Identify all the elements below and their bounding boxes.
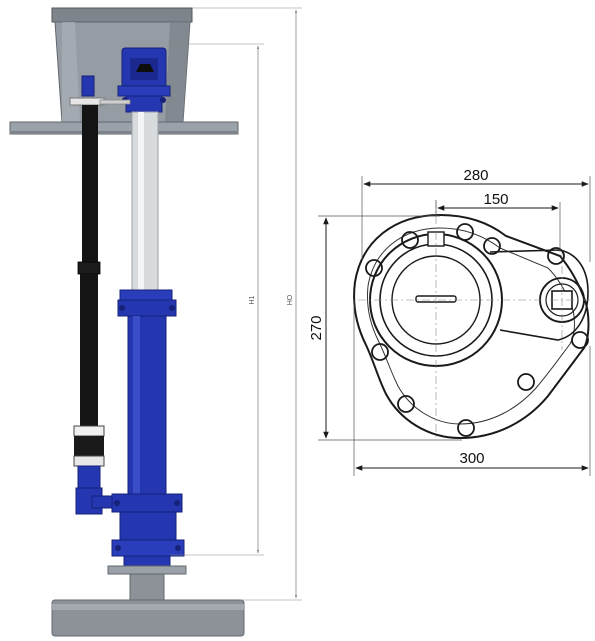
base-plate — [9, 121, 239, 135]
dimension-270-label: 270 — [308, 315, 325, 340]
vent-fitting-top — [69, 75, 131, 106]
pump-plan-view: 280 150 270 300 — [308, 167, 592, 476]
dimension-ho: HO — [192, 7, 302, 601]
bolt-holes — [365, 223, 589, 437]
dimension-270: 270 — [308, 215, 462, 441]
dimension-150: 150 — [435, 191, 561, 252]
dimension-300: 300 — [353, 300, 591, 476]
pump-body — [111, 289, 185, 569]
dimension-h1-label: H1 — [249, 295, 256, 304]
dimension-150-label: 150 — [483, 191, 508, 208]
dimension-ho-label: HO — [287, 294, 294, 305]
plan-outline — [353, 213, 590, 440]
pump-side-view: H1 HO — [9, 7, 302, 637]
dimension-300-label: 300 — [459, 450, 484, 467]
dimension-280: 280 — [361, 167, 591, 262]
dimension-280-label: 280 — [463, 167, 488, 184]
black-column-pipe — [73, 105, 125, 515]
silver-column-pipe — [131, 111, 159, 293]
dimension-h1: H1 — [168, 43, 264, 556]
suction-pipe — [51, 565, 245, 637]
